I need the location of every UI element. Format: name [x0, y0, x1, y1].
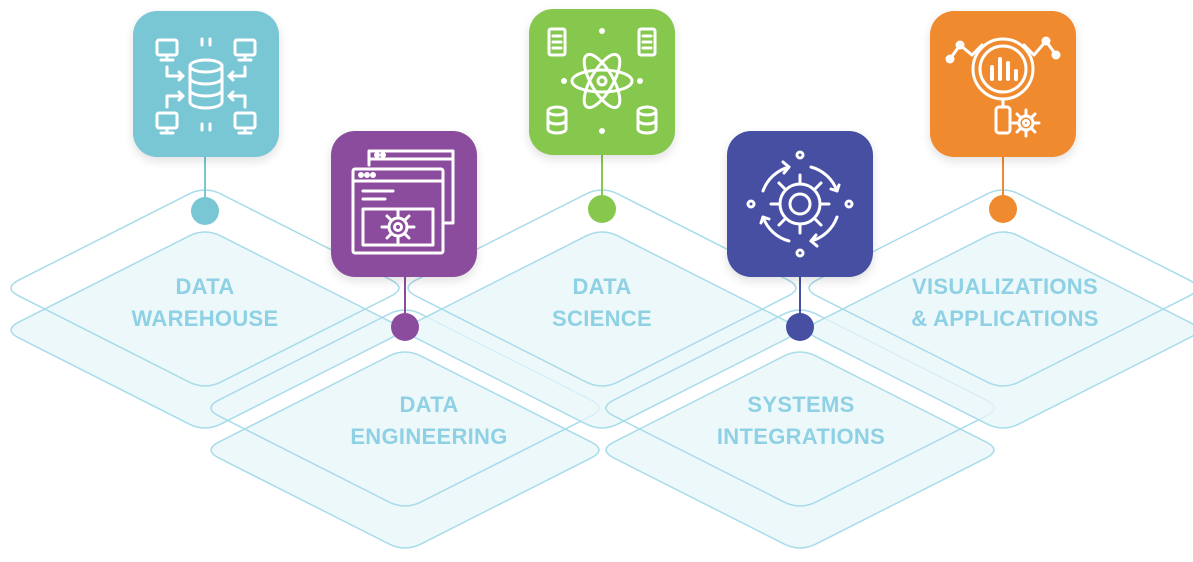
data-engineering-tile [331, 131, 477, 277]
connector-dot-data-engineering [391, 313, 419, 341]
data-science-tile [529, 9, 675, 155]
data-warehouse-tile [133, 11, 279, 157]
magnifier-chart-gear-icon [945, 36, 1061, 138]
stage-label-visualizations-applications: VISUALIZATIONS& APPLICATIONS [911, 274, 1099, 331]
diamond-systems-integrations [605, 309, 995, 549]
connector-dot-data-science [588, 195, 616, 223]
diamond-data-warehouse [10, 189, 400, 429]
systems-integrations-tile [727, 131, 873, 277]
visualizations-applications-tile [930, 11, 1076, 157]
code-window-gear-icon [351, 149, 455, 255]
connector-dot-systems-integrations [786, 313, 814, 341]
diamond-data-engineering [210, 309, 600, 549]
database-network-icon [155, 37, 257, 135]
atom-database-icon [546, 27, 658, 135]
connector-dot-visualizations-applications [989, 195, 1017, 223]
diamond-visualizations-applications [808, 189, 1193, 429]
connector-dot-data-warehouse [191, 197, 219, 225]
gear-cycle-icon [746, 150, 854, 258]
